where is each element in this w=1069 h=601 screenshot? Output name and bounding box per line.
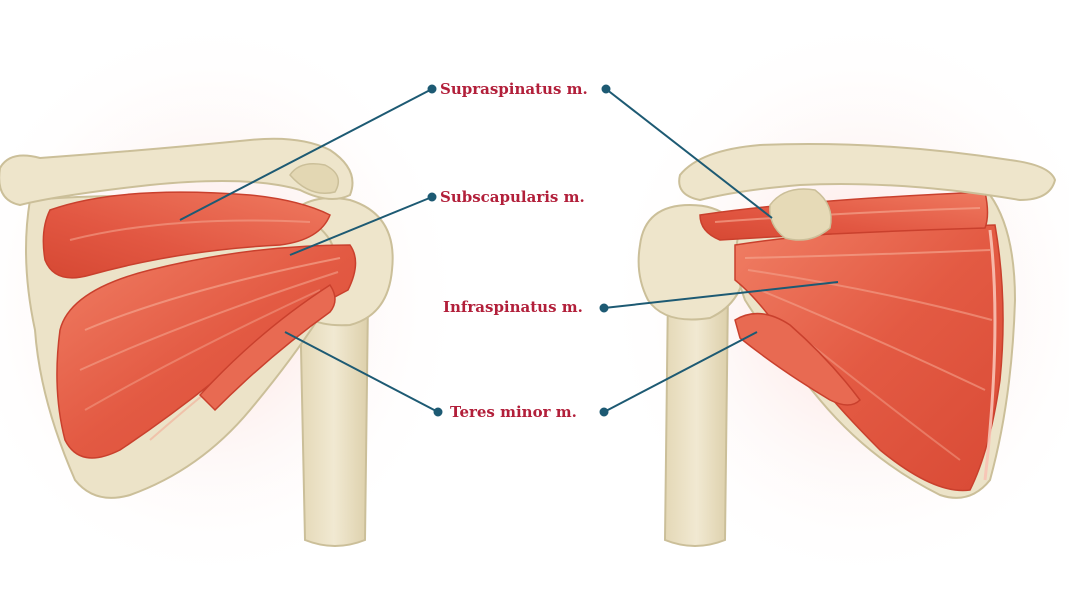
- left-clavicle: [0, 137, 354, 207]
- leader-infraspinatus: [603, 281, 839, 309]
- leader-lines: [179, 84, 839, 417]
- left-shoulder-anterior-view: [0, 137, 394, 547]
- leader-dot: [599, 407, 609, 417]
- label-supraspinatus: Supraspinatus m.: [440, 80, 588, 98]
- label-teres-minor: Teres minor m.: [450, 403, 577, 421]
- leader-teres-minor-left: [284, 331, 439, 413]
- leader-supraspinatus-right: [605, 88, 773, 219]
- leader-supraspinatus-left: [179, 88, 433, 221]
- label-subscapularis: Subscapularis m.: [440, 188, 585, 206]
- left-supraspinatus-muscle: [42, 191, 331, 279]
- leader-teres-minor-right: [603, 331, 758, 413]
- right-teres-minor-muscle: [734, 312, 861, 406]
- right-shoulder-posterior-view: [637, 143, 1057, 547]
- label-infraspinatus: Infraspinatus m.: [443, 298, 583, 316]
- leader-dot: [427, 192, 437, 202]
- leader-dot: [599, 303, 609, 313]
- left-teres-minor-muscle: [198, 283, 336, 412]
- right-clavicle: [678, 143, 1057, 241]
- leader-dot: [601, 84, 611, 94]
- leader-dot: [433, 407, 443, 417]
- leader-subscapularis: [289, 196, 433, 256]
- leader-dot: [427, 84, 437, 94]
- right-supraspinatus-muscle: [699, 191, 989, 241]
